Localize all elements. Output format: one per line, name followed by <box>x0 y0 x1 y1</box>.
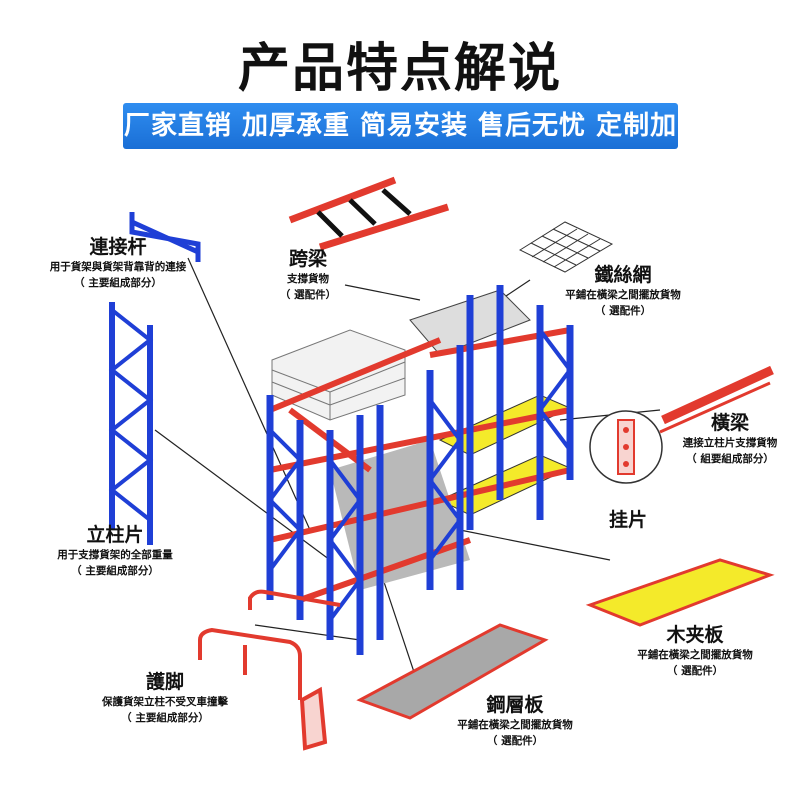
feature-banner: 厂家直销 加厚承重 简易安装 售后无忧 定制加工 <box>123 103 678 187</box>
page-title: 产品特点解说 <box>237 39 562 99</box>
wire-mesh <box>518 221 614 273</box>
label-span: 跨梁 支撐貨物 （ 選配件） <box>279 248 337 301</box>
label-upright: 立柱片 用于支撐貨架的全部重量 （ 主要組成部分） <box>57 524 173 577</box>
label-steel: 鋼層板 平鋪在橫梁之間擺放貨物 （ 選配件） <box>457 694 573 747</box>
span-ladder <box>288 176 450 251</box>
label-mesh: 鐵絲網 平鋪在橫梁之間擺放貨物 （ 選配件） <box>565 264 681 317</box>
wood-board <box>585 558 775 627</box>
label-wood: 木夹板 平鋪在橫梁之間擺放貨物 （ 選配件） <box>637 624 753 677</box>
label-guard: 護脚 保護貨架立柱不受叉車撞擊 （ 主要組成部分） <box>102 671 228 724</box>
cargo-boxes <box>271 329 406 421</box>
guard-legs <box>198 589 341 751</box>
steel-board <box>356 623 549 720</box>
connector-bar <box>129 212 201 262</box>
hanger-detail <box>589 410 663 484</box>
main-rack <box>266 285 574 655</box>
label-connector: 連接杆 用于貨架與貨架背靠背的連接 （ 主要組成部分） <box>49 236 187 289</box>
label-hanger: 挂片 <box>608 509 647 531</box>
upright-frame <box>108 302 154 545</box>
label-beam: 橫梁 連接立柱片支撐貨物 （ 組要組成部分） <box>682 412 778 465</box>
side-beam <box>659 365 774 434</box>
